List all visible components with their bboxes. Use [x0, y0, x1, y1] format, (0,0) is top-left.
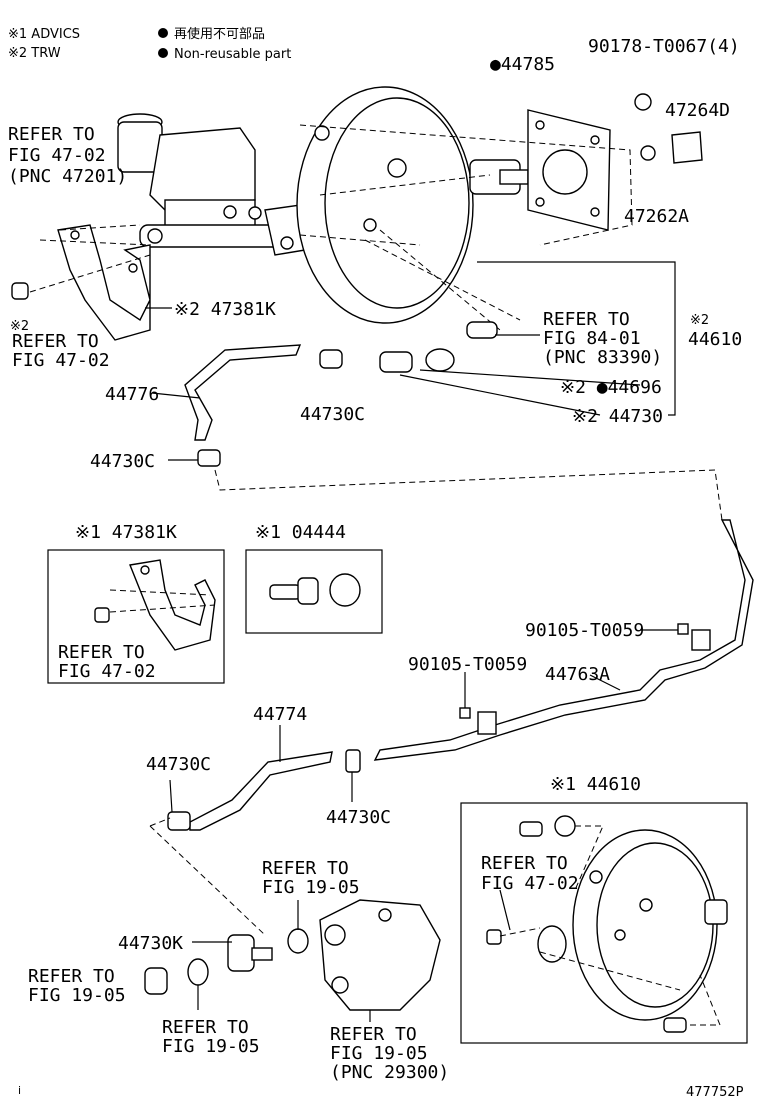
part-44730c-upper: 44730C [300, 404, 365, 425]
part-44730c-lower-left: 44730C [146, 754, 211, 775]
bracket-47381k-illustration [11, 224, 151, 341]
booster-advics-illustration [486, 815, 728, 1033]
part-44730c-lower-right: 44730C [326, 807, 391, 828]
bullet-icon [158, 28, 168, 38]
ref-cap-l2: FIG 19-05 [28, 985, 126, 1006]
ref-master-cylinder-l3: (PNC 47201) [8, 166, 127, 187]
ref-bracket-advics-l1: REFER TO [58, 642, 145, 663]
ref-bracket-trw-l2: FIG 47-02 [12, 350, 110, 371]
part-44610-advics: ※1 44610 [550, 774, 641, 795]
part-44730k: 44730K [118, 933, 183, 954]
figure-id: 477752P [686, 1085, 744, 1100]
part-44763a: 44763A [545, 664, 610, 685]
vacuum-pump-illustration [144, 899, 441, 1011]
nut-90178-illustration [634, 93, 652, 111]
part-44774: 44774 [253, 704, 307, 725]
legend-non-reusable-en: Non-reusable part [174, 47, 291, 62]
clip-44730c-left-illustration [167, 811, 191, 831]
ref-master-cylinder-l2: FIG 47-02 [8, 145, 106, 166]
box-44610-advics [460, 802, 748, 1044]
washer-47262a-illustration [640, 145, 656, 161]
ref-cap-l1: REFER TO [28, 966, 115, 987]
pipe-44763a-illustration [373, 519, 754, 761]
part-04444-advics: ※1 04444 [255, 522, 346, 543]
legend-note-trw: ※2 TRW [8, 46, 61, 61]
box-47381k-advics [47, 549, 225, 684]
ref-check-valve-l3: (PNC 83390) [543, 347, 662, 368]
ref-master-cylinder-l1: REFER TO [8, 124, 95, 145]
part-44730c-left: 44730C [90, 451, 155, 472]
part-90105-t0059-upper: 90105-T0059 [525, 620, 644, 641]
bullet-icon [158, 48, 168, 58]
part-90178-t0067: 90178-T0067(4) [588, 36, 740, 57]
bolt-90105-upper-illustration [677, 623, 689, 635]
hose-44774-illustration [189, 751, 333, 831]
part-44610-trw: 44610 [688, 329, 742, 350]
part-47264d: 47264D [665, 100, 730, 121]
part-44776: 44776 [105, 384, 159, 405]
ref-vacuum-pump-l1: REFER TO [330, 1024, 417, 1045]
kit-04444-illustration [269, 573, 361, 607]
ref-oring-l1: REFER TO [262, 858, 349, 879]
part-44610-trw-mark: ※2 [690, 313, 709, 328]
ref-oring-l2: FIG 19-05 [262, 877, 360, 898]
bracket-advics-illustration [94, 559, 216, 651]
ref-vacuum-pump-l3: (PNC 29300) [330, 1062, 449, 1083]
legend-non-reusable-jp: 再使用不可部品 [174, 26, 265, 42]
ref-booster-advics-l2: FIG 47-02 [481, 873, 579, 894]
clamp-lower-illustration [477, 711, 497, 735]
box-04444-kit [245, 549, 383, 634]
clip-44730c-illustration [197, 449, 221, 467]
part-44696-trw: ※2 ●44696 [560, 377, 662, 398]
ref-gasket-l1: REFER TO [162, 1017, 249, 1038]
ref-bracket-trw-mark: ※2 [10, 319, 29, 334]
ref-gasket-l2: FIG 19-05 [162, 1036, 260, 1057]
clamp-upper-illustration [691, 629, 711, 651]
part-47262a: 47262A [624, 206, 689, 227]
ref-bracket-advics-l2: FIG 47-02 [58, 661, 156, 682]
ref-bracket-trw-l1: REFER TO [12, 331, 99, 352]
check-valve-illustration [319, 321, 498, 373]
corner-mark: i [18, 1084, 21, 1097]
part-90105-t0059-lower: 90105-T0059 [408, 654, 527, 675]
clip-44730c-right-illustration [345, 749, 361, 773]
clevis-47264d-illustration [671, 131, 703, 164]
hose-44776-illustration [184, 344, 302, 441]
brake-booster-illustration [296, 86, 611, 324]
ref-check-valve-l2: FIG 84-01 [543, 328, 641, 349]
legend-note-advics: ※1 ADVICS [8, 27, 80, 42]
ref-vacuum-pump-l2: FIG 19-05 [330, 1043, 428, 1064]
ref-check-valve-l1: REFER TO [543, 309, 630, 330]
part-44730-trw: ※2 44730 [572, 406, 663, 427]
part-47381k-advics: ※1 47381K [75, 522, 177, 543]
master-cylinder-illustration [117, 113, 323, 256]
part-47381k-trw: ※2 47381K [174, 299, 276, 320]
bolt-90105-lower-illustration [459, 707, 471, 719]
part-44785: ●44785 [490, 54, 555, 75]
ref-booster-advics-l1: REFER TO [481, 853, 568, 874]
